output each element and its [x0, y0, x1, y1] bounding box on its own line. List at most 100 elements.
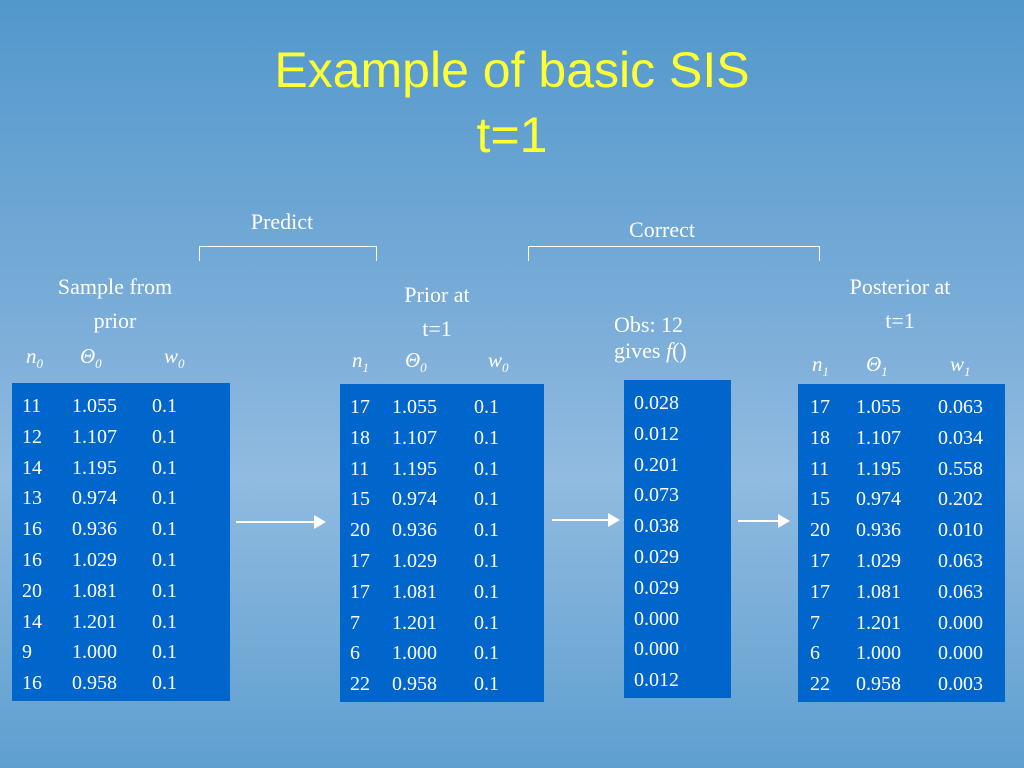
theta-cell: 0.936	[72, 518, 117, 541]
arrow-right-icon	[236, 515, 326, 529]
likelihood-cell: 0.073	[634, 484, 679, 507]
theta-cell: 0.974	[856, 488, 901, 511]
n-cell: 18	[810, 426, 830, 449]
n-cell: 7	[350, 611, 360, 634]
panel4-header-w: w1	[950, 352, 971, 380]
n-cell: 20	[350, 519, 370, 542]
correct-label: Correct	[629, 217, 695, 242]
panel3-label: Obs: 12 gives f()	[614, 312, 687, 363]
theta-cell: 1.055	[392, 396, 437, 418]
panel2-header-n: n1	[352, 348, 369, 376]
theta-cell: 0.958	[856, 673, 901, 696]
weight-cell: 0.1	[152, 487, 177, 510]
theta-cell: 1.029	[72, 548, 117, 571]
n-cell: 7	[810, 611, 820, 634]
arrow-right-icon	[738, 514, 790, 528]
n-cell: 17	[810, 549, 830, 572]
panel4-header-theta: Θ1	[866, 352, 888, 380]
theta-cell: 1.000	[392, 642, 437, 665]
weight-cell: 0.1	[152, 518, 177, 541]
arrow-right-icon	[552, 513, 620, 527]
theta-cell: 1.029	[392, 549, 437, 572]
panel2-header-w: w0	[488, 348, 509, 376]
likelihood-cell: 0.012	[634, 422, 679, 445]
n-cell: 16	[22, 518, 42, 541]
weight-cell: 0.000	[938, 611, 983, 634]
likelihood-cell: 0.029	[634, 545, 679, 568]
theta-cell: 1.195	[856, 457, 901, 480]
weight-cell: 0.1	[152, 672, 177, 695]
predict-label: Predict	[250, 209, 314, 234]
theta-cell: 0.936	[856, 519, 901, 542]
n-cell: 15	[810, 488, 830, 511]
theta-cell: 0.936	[392, 519, 437, 542]
theta-cell: 1.000	[856, 642, 901, 665]
weight-cell: 0.1	[152, 548, 177, 571]
n-cell: 14	[22, 610, 42, 633]
panel4-table-left	[798, 384, 940, 702]
n-cell: 16	[22, 548, 42, 571]
weight-cell: 0.202	[938, 488, 983, 511]
weight-cell: 0.063	[938, 580, 983, 603]
theta-cell: 1.000	[72, 641, 117, 664]
n-cell: 20	[22, 579, 42, 602]
n-cell: 9	[22, 641, 32, 664]
theta-cell: 1.195	[392, 457, 437, 480]
n-cell: 15	[350, 488, 370, 511]
panel3-table	[624, 380, 731, 698]
n-cell: 16	[22, 672, 42, 695]
theta-cell: 1.201	[856, 611, 901, 634]
theta-cell: 1.107	[392, 426, 437, 449]
n-cell: 17	[350, 396, 370, 418]
weight-cell: 0.063	[938, 549, 983, 572]
panel4-table-right	[935, 384, 1005, 702]
n-cell: 17	[810, 396, 830, 418]
likelihood-cell: 0.000	[634, 638, 679, 661]
theta-cell: 0.974	[392, 488, 437, 511]
n-cell: 11	[810, 457, 830, 480]
panel1-header-w: w0	[164, 344, 185, 372]
likelihood-cell: 0.028	[634, 392, 679, 414]
theta-cell: 1.201	[392, 611, 437, 634]
n-cell: 14	[22, 456, 42, 479]
weight-cell: 0.1	[152, 641, 177, 664]
correct-bracket	[528, 246, 820, 261]
theta-cell: 0.958	[392, 673, 437, 696]
weight-cell: 0.000	[938, 642, 983, 665]
n-cell: 6	[810, 642, 820, 665]
theta-cell: 0.958	[72, 672, 117, 695]
weight-cell: 0.1	[152, 395, 177, 417]
weight-cell: 0.1	[474, 396, 499, 418]
n-cell: 6	[350, 642, 360, 665]
weight-cell: 0.003	[938, 673, 983, 696]
panel3-likelihood-column: 0.028 0.012 0.201 0.073 0.038 0.029 0.029 0.000…	[634, 388, 679, 696]
panel1-table-left	[12, 383, 150, 701]
weight-cell: 0.558	[938, 457, 983, 480]
weight-cell: 0.1	[474, 457, 499, 480]
n-cell: 11	[350, 457, 370, 480]
n-cell: 17	[350, 549, 370, 572]
weight-cell: 0.1	[152, 610, 177, 633]
n-cell: 18	[350, 426, 370, 449]
theta-cell: 0.974	[72, 487, 117, 510]
predict-bracket	[199, 246, 377, 261]
weight-cell: 0.1	[474, 611, 499, 634]
likelihood-cell: 0.029	[634, 576, 679, 599]
panel2-table	[340, 384, 544, 702]
likelihood-cell: 0.000	[634, 607, 679, 630]
theta-cell: 1.201	[72, 610, 117, 633]
weight-cell: 0.1	[474, 426, 499, 449]
likelihood-cell: 0.201	[634, 453, 679, 476]
weight-cell: 0.010	[938, 519, 983, 542]
theta-cell: 1.107	[856, 426, 901, 449]
likelihood-cell: 0.038	[634, 515, 679, 538]
n-cell: 17	[350, 580, 370, 603]
likelihood-cell: 0.012	[634, 669, 679, 692]
